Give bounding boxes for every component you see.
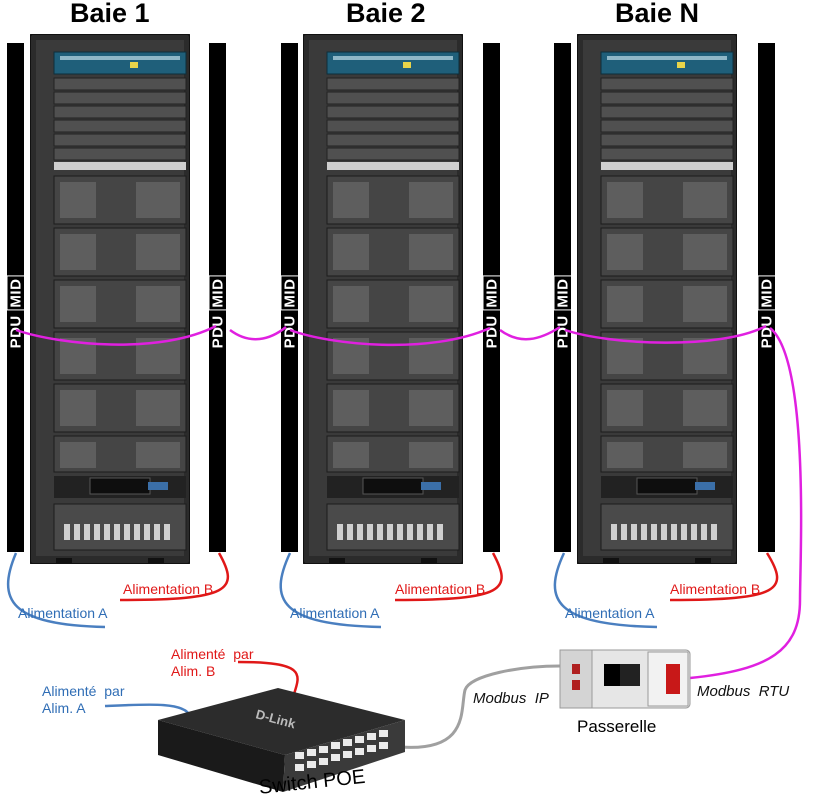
pdu-strip-bayn-left: PDU MID	[553, 43, 572, 552]
pdu-strip-bay2-right: PDU MID	[482, 43, 501, 552]
bay-2-power-b-label: Alimentation B	[395, 581, 486, 597]
bay-1-title: Baie 1	[70, 0, 150, 28]
pdu-strip-bayn-right: PDU MID	[757, 43, 776, 552]
modbus-ip-cable	[399, 664, 561, 749]
poe-switch: D-Link	[158, 688, 405, 792]
bay-1-power-b-label: Alimentation B	[123, 581, 214, 597]
gateway-label: Passerelle	[577, 717, 657, 736]
modbus-ip-label: Modbus IP	[473, 690, 549, 707]
bay-2-power-a-label: Alimentation A	[290, 605, 380, 621]
switch-fed-a-label: Alimenté par Alim. A	[42, 683, 125, 716]
bay-n-power-a-label: Alimentation A	[565, 605, 655, 621]
bay-n-power-b-label: Alimentation B	[670, 581, 761, 597]
gateway-device	[559, 649, 691, 709]
modbus-rtu-chain	[15, 324, 803, 680]
bay-n-title: Baie N	[615, 0, 700, 28]
pdu-strip-bay1-left: PDU MID	[6, 43, 25, 552]
bay-2-title: Baie 2	[346, 0, 426, 28]
modbus-rtu-label: Modbus RTU	[697, 683, 790, 700]
pdu-strip-bay2-left: PDU MID	[280, 43, 299, 552]
pdu-strip-bay1-right: PDU MID	[208, 43, 227, 552]
switch-fed-b-label: Alimenté par Alim. B	[171, 646, 254, 679]
bay-1-power-a-label: Alimentation A	[18, 605, 108, 621]
